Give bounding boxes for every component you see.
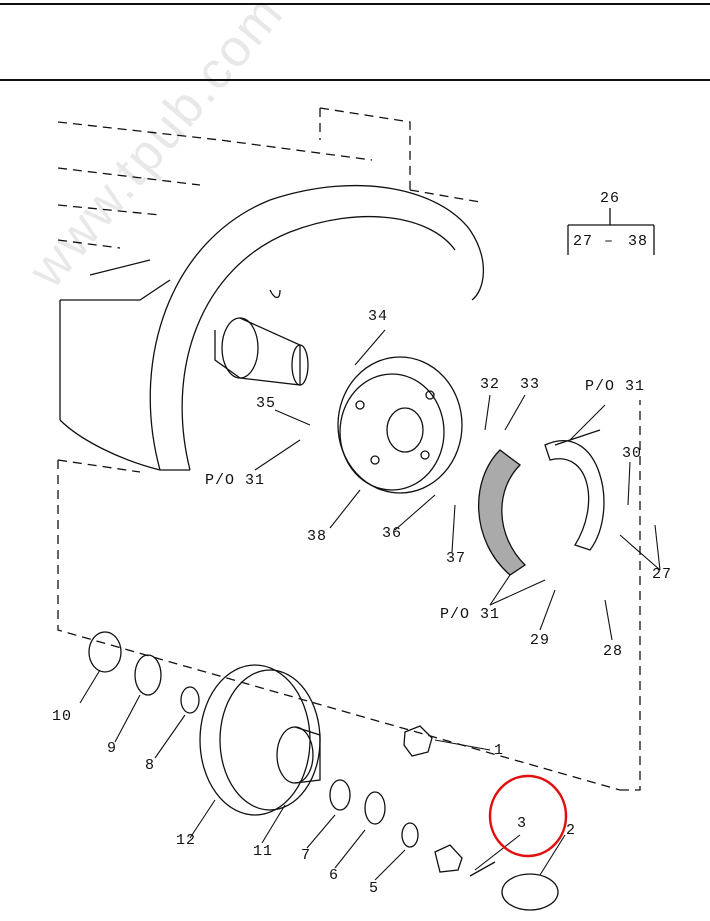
callout-28: 28 — [603, 643, 624, 660]
exploded-frame — [57, 400, 641, 791]
callout-5: 5 — [369, 880, 380, 897]
header-rule — [0, 79, 710, 81]
callout-27: 27 — [652, 566, 673, 583]
callout-29: 29 — [530, 632, 551, 649]
outer-cup — [329, 779, 351, 811]
callout-32: 32 — [480, 376, 501, 393]
cotter-pin — [469, 861, 496, 877]
callout-35: 35 — [256, 395, 277, 412]
callout-7: 7 — [301, 847, 312, 864]
fender-arc — [149, 184, 485, 471]
callout-12: 12 — [176, 832, 197, 849]
highlight-circle — [488, 774, 568, 858]
callout-11: 11 — [253, 843, 274, 860]
seal — [180, 686, 200, 714]
leader-lines — [79, 329, 661, 881]
group-bracket — [567, 208, 655, 255]
washer — [401, 822, 419, 848]
castle-nut — [434, 844, 463, 873]
brake-drum — [199, 664, 321, 816]
callout-6: 6 — [329, 867, 340, 884]
dust-cap — [501, 873, 559, 911]
inner-bearing — [134, 654, 162, 696]
group-ref-top: 26 — [600, 190, 621, 207]
backing-plate — [337, 356, 463, 494]
callout-2: 2 — [566, 822, 577, 839]
callout-1: 1 — [494, 742, 505, 759]
callout-37: 37 — [446, 550, 467, 567]
callout-9: 9 — [107, 740, 118, 757]
fender-outline — [57, 107, 481, 249]
callout-po31-bottom: P/O 31 — [440, 606, 501, 623]
callout-po31-right: P/O 31 — [585, 378, 646, 395]
callout-10: 10 — [52, 708, 73, 725]
callout-34: 34 — [368, 308, 389, 325]
brake-shoe — [477, 429, 605, 576]
callout-po31-left: P/O 31 — [205, 472, 266, 489]
callout-30: 30 — [622, 445, 643, 462]
bearing-cup — [88, 631, 122, 673]
callout-8: 8 — [145, 757, 156, 774]
lug-nut — [403, 725, 433, 757]
group-ref-dash: – — [604, 233, 615, 250]
spindle — [214, 289, 309, 386]
group-ref-start: 27 — [573, 233, 594, 250]
callout-33: 33 — [520, 376, 541, 393]
callout-36: 36 — [382, 525, 403, 542]
callout-3: 3 — [517, 815, 528, 832]
outer-bearing — [364, 791, 386, 825]
top-rule — [0, 3, 710, 5]
callout-38: 38 — [307, 528, 328, 545]
group-ref-end: 38 — [628, 233, 649, 250]
